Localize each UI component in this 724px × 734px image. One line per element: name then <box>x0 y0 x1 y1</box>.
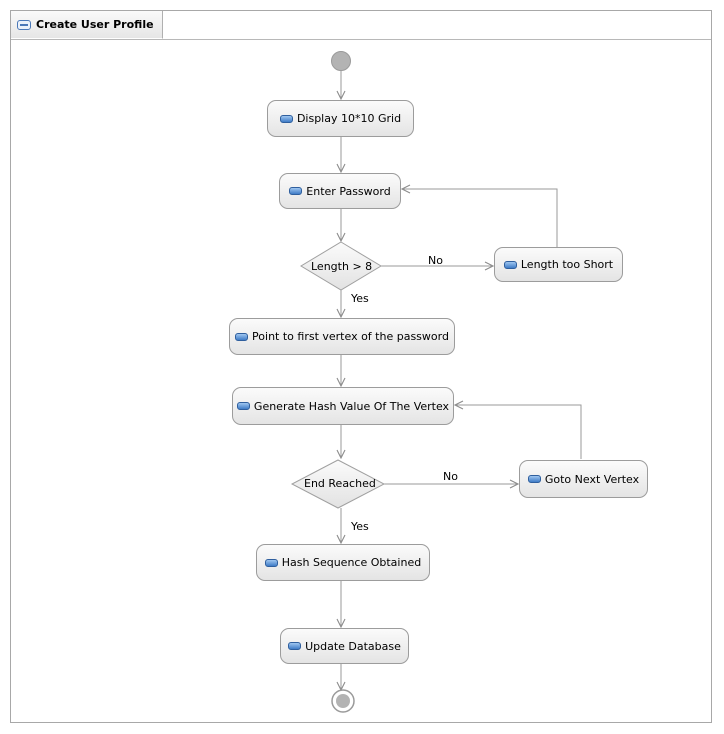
edge-label-length-no: No <box>428 254 443 267</box>
tab-title: Create User Profile <box>36 18 154 31</box>
action-generate-hash[interactable]: Generate Hash Value Of The Vertex <box>232 387 454 425</box>
action-point-first-vertex[interactable]: Point to first vertex of the password <box>229 318 455 355</box>
action-goto-next-vertex[interactable]: Goto Next Vertex <box>519 460 648 498</box>
action-icon <box>236 402 250 410</box>
action-display-grid[interactable]: Display 10*10 Grid <box>267 100 414 137</box>
edge-label-length-yes: Yes <box>351 292 369 305</box>
edge-next-to-hash <box>455 405 582 459</box>
edge-short-to-enter <box>402 189 558 247</box>
action-label: Generate Hash Value Of The Vertex <box>253 399 450 413</box>
action-label: Point to first vertex of the password <box>252 330 449 343</box>
decision-length[interactable] <box>300 241 382 291</box>
action-icon <box>288 642 302 650</box>
initial-node[interactable] <box>331 51 351 71</box>
action-label: Display 10*10 Grid <box>296 112 402 125</box>
decision-length-label: Length > 8 <box>311 260 373 273</box>
action-length-too-short[interactable]: Length too Short <box>494 247 623 282</box>
action-label: Goto Next Vertex <box>544 472 640 486</box>
action-icon <box>503 260 517 269</box>
action-hash-sequence-obtained[interactable]: Hash Sequence Obtained <box>256 544 430 581</box>
action-enter-password[interactable]: Enter Password <box>279 173 401 209</box>
action-icon <box>289 187 303 195</box>
action-icon <box>279 114 293 123</box>
final-node[interactable] <box>331 689 355 713</box>
activity-diagram-icon <box>17 19 31 30</box>
decision-end-reached[interactable] <box>290 459 386 509</box>
edge-label-end-no: No <box>443 470 458 483</box>
action-icon <box>264 558 278 567</box>
action-label: Update Database <box>305 639 401 653</box>
tab-bar: Create User Profile <box>11 11 711 40</box>
action-icon <box>527 475 541 483</box>
action-icon <box>235 332 249 341</box>
action-update-database[interactable]: Update Database <box>280 628 409 664</box>
edge-label-end-yes: Yes <box>351 520 369 533</box>
tab-create-user-profile[interactable]: Create User Profile <box>11 11 163 39</box>
action-label: Hash Sequence Obtained <box>281 556 422 569</box>
action-label: Enter Password <box>306 184 391 198</box>
decision-end-reached-label: End Reached <box>304 477 376 490</box>
action-label: Length too Short <box>520 258 614 271</box>
